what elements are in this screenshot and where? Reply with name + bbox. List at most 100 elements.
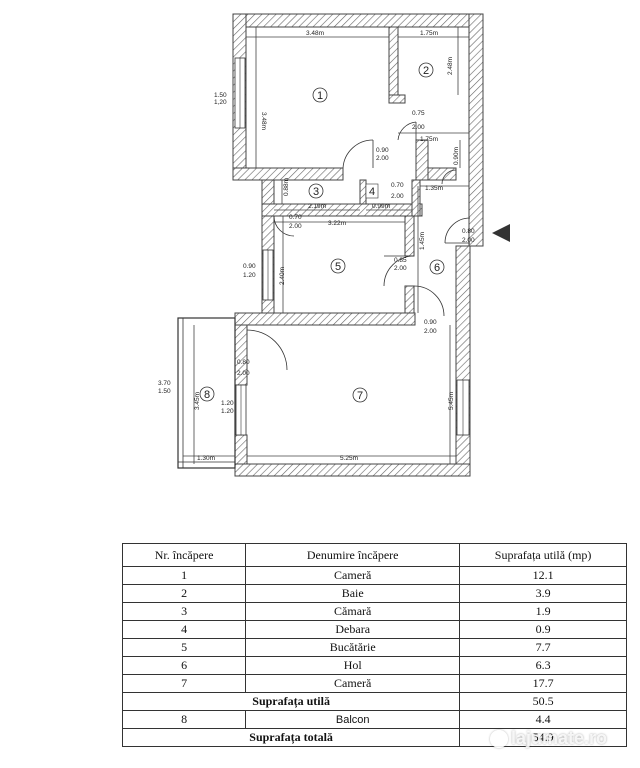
dim-label: 0.88m [283,178,290,196]
table-header-row: Nr. încăpere Denumire încăpere Suprafața… [121,543,627,567]
dim-label: 2.40m [279,267,286,285]
table-row: 7 Cameră 17.7 [121,674,627,693]
cell-name: Balcon [245,710,461,729]
room-number: 7 [357,390,363,402]
cell-nr: 8 [121,710,247,729]
cell-area: 12.1 [459,566,627,585]
cell-area: 0.9 [459,620,627,639]
dim-label: 1.35m [425,185,443,192]
opening-label: 0.70 [289,214,302,221]
floor-plan: 3.48m 1.75m 3.48m 2.48m 1.75m 0.90m 1.35… [158,13,510,477]
cell-nr: 2 [121,584,247,603]
windows [234,57,470,436]
opening-label: 1.50 [158,388,171,395]
dim-label: 3.48m [260,112,267,130]
opening-label: 0.70 [391,182,404,189]
room-number: 5 [335,261,341,273]
opening-label: 2.00 [412,124,425,131]
dim-label: 0.90m [453,147,460,165]
opening-label: 2.00 [376,155,389,162]
opening-label: 2.00 [237,370,250,377]
dim-label: 3.48m [306,30,324,37]
opening-label: 0.75 [412,110,425,117]
opening-label: 0.80 [462,228,475,235]
cell-name: Cameră [245,674,461,693]
cell-name: Hol [245,656,461,675]
dim-label: 5.25m [340,455,358,462]
cell-nr: 3 [121,602,247,621]
opening-labels: 1.50 1,20 0.75 2.00 0.90 2.00 0.70 2.00 … [158,92,475,415]
room-markers: 1 2 3 4 5 6 7 8 [199,62,445,403]
cell-name: Bucătărie [245,638,461,657]
header-area: Suprafața utilă (mp) [459,543,627,567]
table-row: 6 Hol 6.3 [121,656,627,675]
cell-area: 3.9 [459,584,627,603]
opening-label: 0.85 [394,257,407,264]
balcony-row: 8 Balcon 4.4 [121,710,627,729]
opening-label: 2.00 [391,193,404,200]
opening-label: 1.20 [221,408,234,415]
util-total-row: Suprafața utilă 50.5 [121,692,627,711]
header-nr: Nr. încăpere [121,543,247,567]
room-number: 3 [313,186,319,198]
cell-area: 7.7 [459,638,627,657]
opening-label: 3.70 [158,380,171,387]
watermark-logo-icon [490,730,508,749]
area-table: Nr. încăpere Denumire încăpere Suprafața… [121,543,627,747]
opening-label: 1,20 [214,99,227,106]
room-number: 2 [423,65,429,77]
cell-nr: 5 [121,638,247,657]
table-row: 1 Cameră 12.1 [121,566,627,585]
util-total-value: 50.5 [459,692,627,711]
opening-label: 2.00 [424,328,437,335]
watermark: lajumate.ro [490,728,640,758]
dim-label: 2.48m [447,57,454,75]
room-number: 1 [317,90,323,102]
cell-name: Debara [245,620,461,639]
dim-label: 5.45m [448,392,455,410]
cell-area: 4.4 [459,710,627,729]
room-number: 8 [204,389,210,401]
cell-name: Cameră [245,566,461,585]
opening-label: 0.90 [243,263,256,270]
dim-label: 1.75m [420,30,438,37]
opening-label: 2.00 [462,237,475,244]
cell-nr: 6 [121,656,247,675]
dimension-labels: 3.48m 1.75m 3.48m 2.48m 1.75m 0.90m 1.35… [194,30,460,462]
opening-label: 0.90 [424,319,437,326]
header-name: Denumire încăpere [245,543,461,567]
room-number: 6 [434,262,440,274]
opening-label: 1.20 [221,400,234,407]
table-row: 4 Debara 0.9 [121,620,627,639]
cell-nr: 7 [121,674,247,693]
opening-label: 2.00 [394,265,407,272]
opening-label: 0.80 [237,359,250,366]
table-row: 2 Baie 3.9 [121,584,627,603]
cell-area: 17.7 [459,674,627,693]
dim-label: 3.22m [328,220,346,227]
balcony [177,317,236,469]
dim-label: 1.45m [419,232,426,250]
doors [246,121,471,371]
dimension-lines [183,27,469,464]
cell-area: 6.3 [459,656,627,675]
cell-area: 1.9 [459,602,627,621]
dim-label: 3.45m [194,392,201,410]
opening-label: 0.90 [376,147,389,154]
dim-label: 0.99m [372,203,390,210]
opening-label: 1.20 [243,272,256,279]
watermark-text: lajumate.ro [511,728,608,748]
room-number: 4 [369,186,375,198]
cell-nr: 1 [121,566,247,585]
dim-label: 1.30m [197,455,215,462]
cell-nr: 4 [121,620,247,639]
table-row: 3 Cămară 1.9 [121,602,627,621]
walls [232,13,484,477]
table-row: 5 Bucătărie 7.7 [121,638,627,657]
cell-name: Baie [245,584,461,603]
opening-label: 2.00 [289,223,302,230]
dim-label: 1.75m [420,136,438,143]
grand-total-label: Suprafața totală [121,728,461,747]
dim-label: 2.19m [308,203,326,210]
util-total-label: Suprafața utilă [121,692,461,711]
